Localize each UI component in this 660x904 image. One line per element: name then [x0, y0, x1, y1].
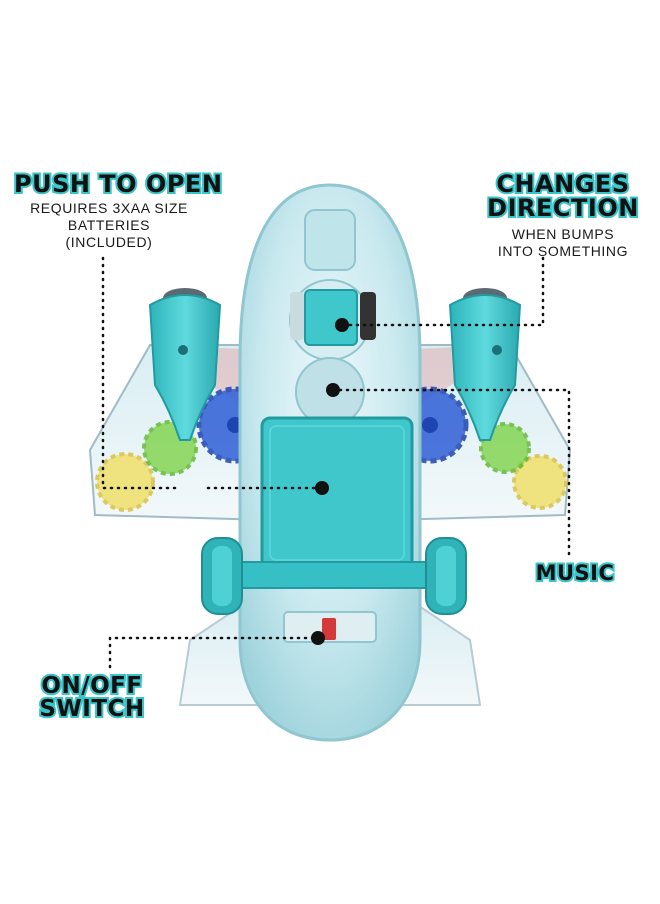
power-switch	[283, 611, 377, 643]
wheel-axle	[231, 561, 437, 589]
music-title: MUSIC	[534, 561, 616, 586]
changes-direction-subtitle: WHEN BUMPS INTO SOMETHING	[478, 226, 648, 260]
on-off-switch-title: ON/OFF SWITCH	[22, 673, 162, 723]
changes-direction-title: CHANGES DIRECTION	[478, 170, 648, 222]
leader-lines	[101, 256, 571, 669]
title-line: ON/OFF	[39, 673, 144, 700]
title-line: DIRECTION	[485, 194, 640, 222]
leader-changes-direction	[343, 256, 545, 327]
title-line: CHANGES	[494, 170, 631, 198]
leader-dots	[311, 318, 349, 645]
title-line: SWITCH	[37, 696, 146, 723]
wheel-right	[425, 537, 467, 615]
subtitle-line: INTO SOMETHING	[497, 242, 629, 259]
direction-sensor	[289, 279, 376, 361]
leader-music	[331, 388, 571, 557]
engine-right	[448, 288, 522, 441]
leader-switch	[108, 636, 320, 669]
push-to-open-title: PUSH TO OPEN	[12, 170, 224, 198]
wheel-left	[201, 537, 243, 615]
subtitle-line: BATTERIES	[67, 216, 151, 233]
subtitle-line: WHEN BUMPS	[511, 226, 615, 242]
leader-push-to-open	[101, 256, 180, 490]
push-to-open-subtitle: REQUIRES 3XAA SIZE BATTERIES (INCLUDED)	[14, 200, 204, 250]
subtitle-line: REQUIRES 3XAA SIZE	[30, 200, 188, 216]
subtitle-line: (INCLUDED)	[65, 233, 153, 250]
engine-left	[148, 288, 222, 441]
cockpit-frame	[304, 209, 356, 271]
gears-left	[95, 386, 274, 512]
battery-cover	[260, 416, 414, 570]
